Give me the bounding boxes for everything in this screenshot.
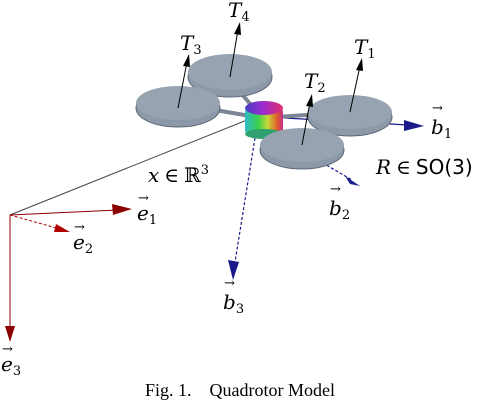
thrust-arrow-4 bbox=[229, 29, 239, 78]
thrust-arrowhead-1 bbox=[356, 58, 363, 71]
thrust-arrowhead-4 bbox=[234, 22, 241, 35]
e1-arrowhead bbox=[112, 204, 132, 215]
b1-arrowhead bbox=[404, 120, 424, 131]
svg-text:e2: e2 bbox=[73, 230, 93, 257]
svg-text:T2: T2 bbox=[304, 69, 326, 96]
svg-text:e1: e1 bbox=[137, 201, 157, 228]
rotor-2 bbox=[259, 128, 345, 170]
caption-title: Quadrotor Model bbox=[209, 380, 335, 400]
e2-axis bbox=[9, 214, 61, 230]
svg-text:→: → bbox=[330, 182, 341, 197]
thrust-arrowhead-2 bbox=[306, 94, 313, 107]
label-T1: T1 bbox=[354, 35, 376, 62]
svg-text:→: → bbox=[224, 276, 235, 291]
rotor-1 bbox=[307, 95, 393, 137]
thrust-arrow-1 bbox=[349, 65, 361, 113]
svg-text:b2: b2 bbox=[329, 196, 350, 223]
svg-text:→: → bbox=[74, 220, 85, 235]
label-b3: → b3 bbox=[223, 276, 244, 317]
quadrotor-hub bbox=[245, 101, 283, 139]
svg-text:R∈SO(3): R∈SO(3) bbox=[375, 155, 473, 179]
svg-text:→: → bbox=[2, 342, 13, 357]
thrust-arrowhead-3 bbox=[183, 54, 190, 67]
label-attitude: R∈SO(3) bbox=[375, 155, 473, 179]
label-position: x∈ℝ3 bbox=[148, 163, 209, 187]
quadrotor-diagram: T1 T2 T3 T4 → b1 → b2 → b3 → e1 → e2 → e… bbox=[1, 0, 473, 379]
svg-text:→: → bbox=[138, 191, 149, 206]
label-e3: → e3 bbox=[1, 342, 21, 379]
svg-text:T4: T4 bbox=[228, 0, 250, 25]
figure-caption: Fig. 1. Quadrotor Model bbox=[0, 380, 480, 401]
svg-text:b1: b1 bbox=[431, 115, 452, 142]
label-b2: → b2 bbox=[329, 182, 350, 223]
b3-axis bbox=[234, 137, 256, 263]
thrust-vectors bbox=[177, 22, 363, 146]
inertial-frame bbox=[5, 117, 253, 342]
label-T2: T2 bbox=[304, 69, 326, 96]
svg-text:e3: e3 bbox=[1, 352, 21, 379]
b3-arrowhead bbox=[228, 260, 239, 280]
b2-arrowhead bbox=[345, 176, 360, 186]
position-vector-line bbox=[9, 117, 253, 216]
thrust-arrow-3 bbox=[177, 61, 188, 109]
caption-label: Fig. 1. bbox=[145, 380, 192, 400]
label-b1: → b1 bbox=[431, 101, 452, 142]
e2-arrowhead bbox=[54, 224, 70, 232]
label-e2: → e2 bbox=[73, 220, 93, 257]
label-e1: → e1 bbox=[137, 191, 157, 228]
e3-arrowhead bbox=[5, 326, 15, 342]
e1-axis bbox=[9, 209, 119, 216]
thrust-arrow-2 bbox=[301, 101, 311, 146]
svg-text:→: → bbox=[432, 101, 443, 116]
svg-text:b3: b3 bbox=[223, 290, 244, 317]
svg-text:T1: T1 bbox=[354, 35, 376, 62]
label-T3: T3 bbox=[180, 31, 202, 58]
svg-text:T3: T3 bbox=[180, 31, 202, 58]
label-T4: T4 bbox=[228, 0, 250, 25]
svg-text:x∈ℝ3: x∈ℝ3 bbox=[148, 163, 209, 187]
